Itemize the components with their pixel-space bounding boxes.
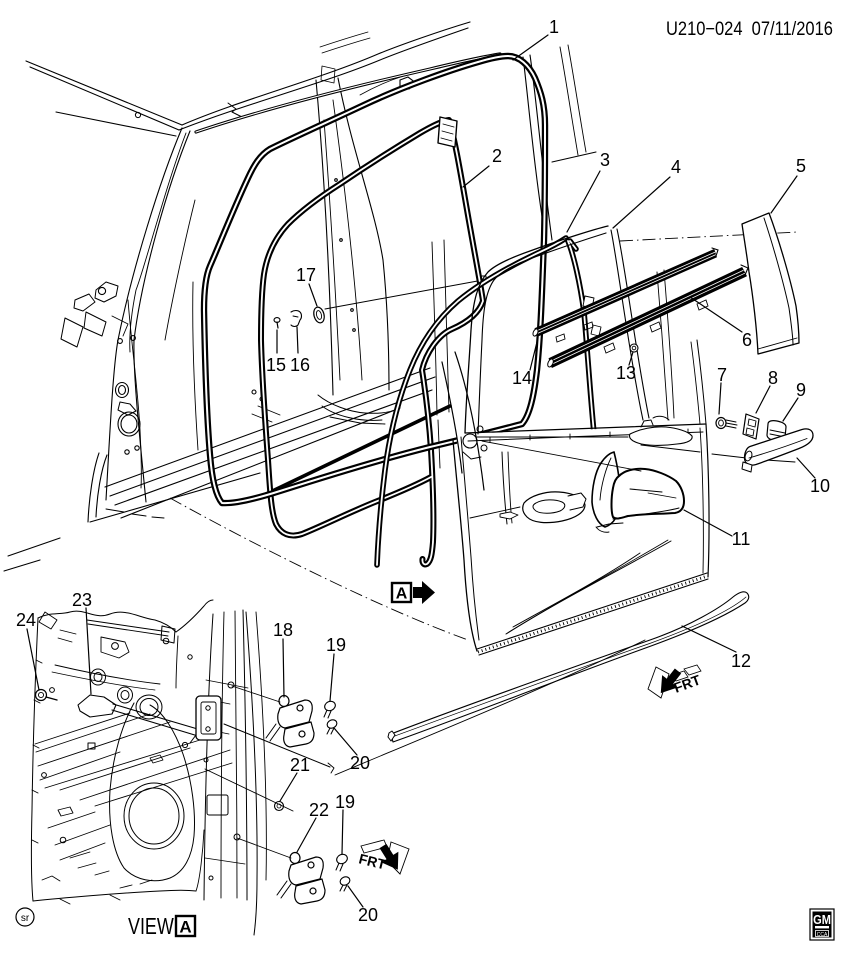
svg-text:23: 23 <box>72 590 92 610</box>
svg-text:16: 16 <box>290 355 310 375</box>
svg-text:14: 14 <box>512 368 532 388</box>
svg-text:FRT: FRT <box>357 850 388 872</box>
svg-text:7: 7 <box>717 365 727 385</box>
svg-text:18: 18 <box>273 620 293 640</box>
svg-text:2: 2 <box>492 146 502 166</box>
svg-text:19: 19 <box>326 635 346 655</box>
svg-text:21: 21 <box>290 755 310 775</box>
svg-text:20: 20 <box>358 905 378 925</box>
svg-text:22: 22 <box>309 800 329 820</box>
svg-text:24: 24 <box>16 610 36 630</box>
svg-text:VIEW: VIEW <box>128 914 174 940</box>
svg-text:19: 19 <box>335 792 355 812</box>
svg-text:A: A <box>396 586 408 603</box>
svg-text:3: 3 <box>600 150 610 170</box>
svg-text:CCA: CCA <box>817 932 828 938</box>
svg-text:13: 13 <box>616 363 636 383</box>
svg-text:6: 6 <box>742 330 752 350</box>
svg-text:9: 9 <box>796 380 806 400</box>
svg-text:U210−024 07/11/2016: U210−024 07/11/2016 <box>666 18 833 39</box>
svg-text:A: A <box>179 918 191 937</box>
svg-text:4: 4 <box>671 157 681 177</box>
svg-text:5: 5 <box>796 156 806 176</box>
svg-text:17: 17 <box>296 265 316 285</box>
svg-text:20: 20 <box>350 753 370 773</box>
svg-text:8: 8 <box>768 368 778 388</box>
svg-text:11: 11 <box>732 529 751 549</box>
svg-text:1: 1 <box>549 17 559 37</box>
svg-text:sr: sr <box>21 913 30 924</box>
svg-text:12: 12 <box>731 651 751 671</box>
svg-text:15: 15 <box>266 355 286 375</box>
svg-text:10: 10 <box>810 476 830 496</box>
svg-text:GM: GM <box>813 912 831 927</box>
